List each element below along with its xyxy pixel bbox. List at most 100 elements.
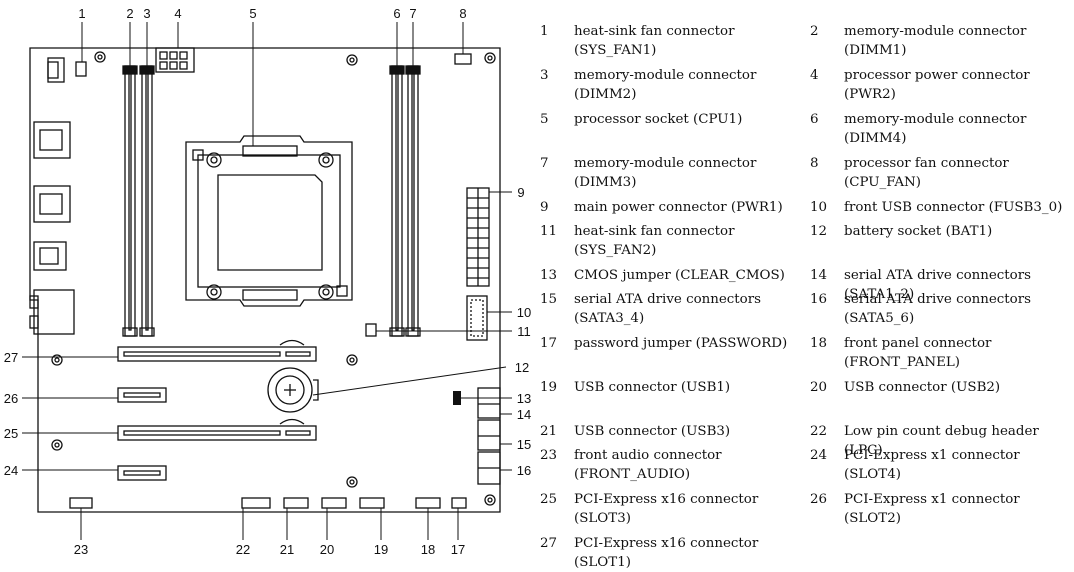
legend-line1: heat-sink fan connector bbox=[574, 24, 735, 39]
legend-line1: PCI-Express x1 connector (SLOT2) bbox=[844, 492, 1020, 526]
legend-description: front panel connector (FRONT_PANEL) bbox=[844, 334, 1072, 372]
legend-description: memory-module connector (DIMM2) bbox=[574, 66, 802, 104]
legend-number: 18 bbox=[810, 336, 828, 351]
lpc-header bbox=[241, 497, 271, 509]
legend-line1: memory-module connector bbox=[574, 68, 757, 83]
slot1-pcie-x16 bbox=[117, 339, 317, 362]
legend-description: PCI-Express x1 connector (SLOT4) bbox=[844, 446, 1072, 484]
legend-line2: (SATA3_4) bbox=[574, 311, 645, 326]
legend-number: 16 bbox=[810, 292, 828, 307]
callout-4: 4 bbox=[174, 6, 181, 21]
legend-description: processor fan connector(CPU_FAN) bbox=[844, 154, 1072, 192]
legend-description: memory-module connector (DIMM3) bbox=[574, 154, 802, 192]
legend-description: front USB connector (FUSB3_0) bbox=[844, 198, 1072, 217]
legend-description: processor power connector (PWR2) bbox=[844, 66, 1072, 104]
callout-20: 20 bbox=[320, 542, 334, 557]
callout-12: 12 bbox=[515, 360, 529, 375]
legend-description: PCI-Express x1 connector (SLOT2) bbox=[844, 490, 1072, 528]
callout-2: 2 bbox=[126, 6, 133, 21]
legend-line1: memory-module connector bbox=[574, 156, 757, 171]
callout-14: 14 bbox=[517, 407, 531, 422]
legend-line2: (SATA1_2) bbox=[844, 287, 915, 302]
legend-description: heat-sink fan connector(SYS_FAN1) bbox=[574, 22, 802, 60]
mounting-holes bbox=[51, 51, 496, 506]
callout-6: 6 bbox=[393, 6, 400, 21]
legend-number: 5 bbox=[540, 112, 549, 127]
motherboard-diagram: 1 2 3 4 5 6 7 8 9 10 11 12 13 14 15 16 1… bbox=[0, 0, 540, 562]
slot4-pcie-x1 bbox=[117, 465, 167, 481]
legend-line2: (FRONT_AUDIO) bbox=[574, 467, 691, 482]
board-outline bbox=[29, 47, 501, 513]
legend-line1: memory-module connector bbox=[844, 24, 1027, 39]
legend-line1: main power connector (PWR1) bbox=[574, 200, 783, 215]
legend-line2: (FRONT_PANEL) bbox=[844, 355, 960, 370]
cpu-socket bbox=[185, 135, 353, 307]
leader-lines bbox=[22, 22, 512, 540]
motherboard-svg: 1 2 3 4 5 6 7 8 9 10 11 12 13 14 15 16 1… bbox=[4, 6, 531, 557]
legend-line1: PCI-Express x16 connector bbox=[574, 492, 759, 507]
legend-description: memory-module connector(DIMM4) bbox=[844, 110, 1072, 148]
pwr1-connector bbox=[466, 187, 490, 287]
legend-line1: front panel connector bbox=[844, 336, 992, 351]
legend-number: 1 bbox=[540, 24, 549, 39]
legend-line1: USB connector (USB1) bbox=[574, 380, 731, 395]
legend-description: serial ATA drive connectors(SATA1_2) bbox=[844, 266, 1072, 304]
legend-description: password jumper (PASSWORD) bbox=[574, 334, 802, 353]
sata-connectors bbox=[477, 387, 501, 485]
legend-line1: battery socket (BAT1) bbox=[844, 224, 993, 239]
legend-number: 27 bbox=[540, 536, 558, 551]
callout-8: 8 bbox=[459, 6, 466, 21]
legend-number: 15 bbox=[540, 292, 558, 307]
legend-line1: heat-sink fan connector bbox=[574, 224, 735, 239]
legend-line1: USB connector (USB3) bbox=[574, 424, 731, 439]
legend-line1: serial ATA drive connectors bbox=[574, 292, 762, 307]
callout-3: 3 bbox=[143, 6, 150, 21]
fusb3-connector bbox=[466, 295, 488, 341]
legend-number: 26 bbox=[810, 492, 828, 507]
callout-1: 1 bbox=[78, 6, 85, 21]
usb3-header bbox=[283, 497, 309, 509]
legend-number: 8 bbox=[810, 156, 819, 171]
callout-25: 25 bbox=[4, 426, 18, 441]
legend-line1: processor socket (CPU1) bbox=[574, 112, 743, 127]
dimm3-slot bbox=[405, 65, 421, 337]
slot2-pcie-x1 bbox=[117, 387, 167, 403]
legend-number: 21 bbox=[540, 424, 558, 439]
dimm4-slot bbox=[389, 65, 405, 337]
legend-number: 24 bbox=[810, 448, 828, 463]
usb2-header bbox=[321, 497, 347, 509]
legend-line1: PCI-Express x16 connector (SLOT1) bbox=[574, 536, 759, 570]
dimm1-slot bbox=[122, 65, 138, 337]
legend-description: USB connector (USB3) bbox=[574, 422, 802, 441]
legend-line1: CMOS jumper (CLEAR_CMOS) bbox=[574, 268, 785, 283]
legend-number: 22 bbox=[810, 424, 828, 439]
callout-19: 19 bbox=[374, 542, 388, 557]
legend-line1: front audio connector bbox=[574, 448, 722, 463]
legend-number: 19 bbox=[540, 380, 558, 395]
legend-number: 25 bbox=[540, 492, 558, 507]
legend-line2: (DIMM3) bbox=[574, 175, 637, 190]
legend-line2: (SLOT3) bbox=[574, 511, 631, 526]
legend-description: front audio connector (FRONT_AUDIO) bbox=[574, 446, 802, 484]
pwr2-connector bbox=[155, 47, 195, 73]
legend-number: 13 bbox=[540, 268, 558, 283]
legend-line1: memory-module connector bbox=[844, 112, 1027, 127]
legend-description: PCI-Express x16 connector (SLOT1) bbox=[574, 534, 802, 572]
legend-description: processor socket (CPU1) bbox=[574, 110, 802, 129]
legend-description: battery socket (BAT1) bbox=[844, 222, 1072, 241]
callout-5: 5 bbox=[249, 6, 256, 21]
legend-description: serial ATA drive connectors (SATA3_4) bbox=[574, 290, 802, 328]
legend-line2: (DIMM2) bbox=[574, 87, 637, 102]
password-jumper bbox=[451, 497, 467, 509]
legend-description: PCI-Express x16 connector (SLOT3) bbox=[574, 490, 802, 528]
legend-line1: serial ATA drive connectors bbox=[844, 292, 1032, 307]
dimm2-slot bbox=[139, 65, 155, 337]
legend-number: 20 bbox=[810, 380, 828, 395]
legend-number: 11 bbox=[540, 224, 558, 239]
legend-number: 14 bbox=[810, 268, 828, 283]
legend-line2: (SYS_FAN2) bbox=[574, 243, 657, 258]
sys-fan2-connector bbox=[365, 323, 377, 337]
legend-line1: serial ATA drive connectors bbox=[844, 268, 1032, 283]
callout-7: 7 bbox=[409, 6, 416, 21]
legend-line2: (SATA5_6) bbox=[844, 311, 915, 326]
